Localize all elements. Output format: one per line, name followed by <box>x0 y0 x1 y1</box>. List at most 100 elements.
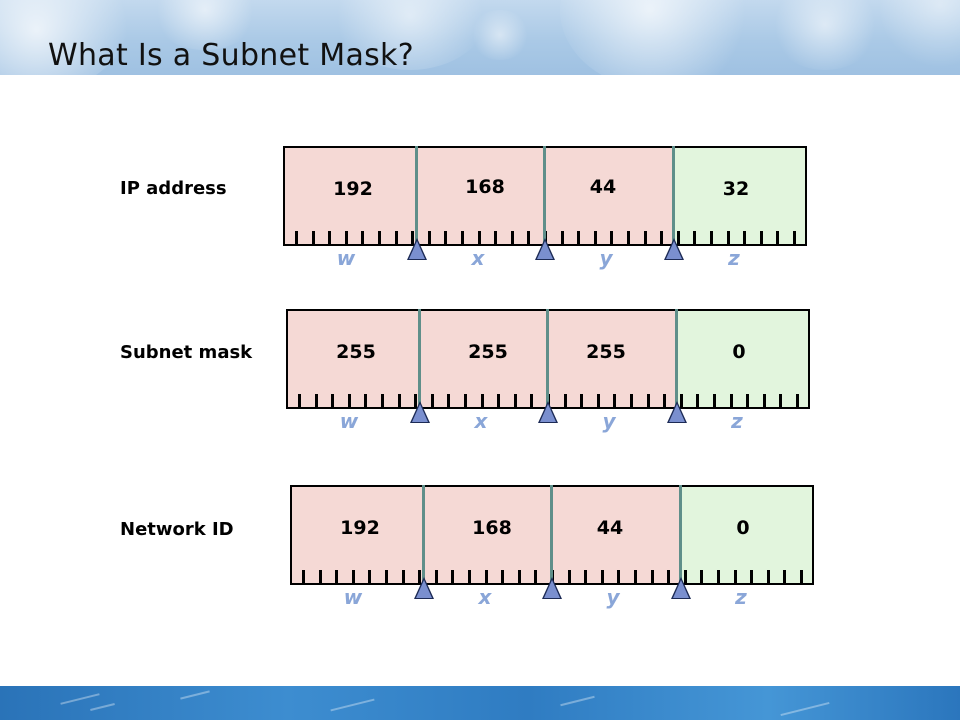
bit-tick <box>344 231 348 244</box>
bit-tick <box>667 570 671 583</box>
bit-tick <box>646 394 650 407</box>
bit-tick <box>368 570 372 583</box>
bit-tick <box>385 570 388 583</box>
subnet-mask-label: Subnet mask <box>120 342 253 363</box>
bit-tick <box>295 231 298 244</box>
subnet-mask-host-portion <box>675 311 808 407</box>
bit-tick <box>766 570 770 583</box>
footer-streak-decoration <box>330 698 375 712</box>
octet-letter-x: x <box>471 246 485 270</box>
bit-tick <box>759 231 763 244</box>
bit-tick <box>444 231 448 244</box>
octet-value-z: 32 <box>722 178 750 200</box>
bit-tick <box>676 231 680 244</box>
network-id-label: Network ID <box>120 519 234 540</box>
octet-boundary-marker <box>411 404 428 422</box>
bit-tick <box>693 231 697 244</box>
octet-boundary-marker <box>543 580 560 598</box>
bit-tick <box>510 231 514 244</box>
bit-tick <box>378 231 381 244</box>
bit-tick <box>627 231 630 244</box>
header-bubble-decoration <box>880 0 960 70</box>
octet-divider <box>675 309 678 407</box>
bit-tick <box>800 570 803 583</box>
octet-boundary-marker <box>536 241 553 259</box>
bit-tick <box>600 570 604 583</box>
bit-tick <box>762 394 766 407</box>
bit-tick <box>796 394 799 407</box>
bit-tick <box>494 231 498 244</box>
octet-letter-y: y <box>602 409 616 433</box>
footer-streak-decoration <box>90 703 115 711</box>
bit-tick <box>650 570 654 583</box>
bit-tick <box>630 394 633 407</box>
octet-divider <box>679 485 682 583</box>
octet-letter-z: z <box>728 246 740 270</box>
octet-value-y: 44 <box>589 176 617 198</box>
bit-tick <box>793 231 796 244</box>
bit-tick <box>364 394 368 407</box>
bit-tick <box>679 394 683 407</box>
bit-tick <box>710 231 713 244</box>
octet-divider <box>415 146 418 244</box>
bit-tick <box>517 570 521 583</box>
octet-boundary-marker <box>665 241 682 259</box>
bit-tick <box>411 231 415 244</box>
bit-tick <box>696 394 700 407</box>
octet-value-w: 255 <box>336 341 376 363</box>
bit-tick <box>527 231 531 244</box>
octet-value-w: 192 <box>340 517 380 539</box>
bit-tick <box>347 394 351 407</box>
octet-letter-y: y <box>599 246 613 270</box>
bit-tick <box>530 394 534 407</box>
bit-tick <box>717 570 720 583</box>
bit-tick <box>464 394 467 407</box>
bit-tick <box>643 231 647 244</box>
octet-letter-y: y <box>606 585 620 609</box>
bit-tick <box>700 570 704 583</box>
bit-tick <box>729 394 733 407</box>
octet-letter-x: x <box>478 585 492 609</box>
bit-tick <box>783 570 787 583</box>
ip-address-host-portion <box>672 148 805 244</box>
bit-tick <box>634 570 637 583</box>
bit-tick <box>713 394 716 407</box>
bit-tick <box>447 394 451 407</box>
header-bubble-decoration <box>770 0 880 70</box>
bit-tick <box>497 394 501 407</box>
octet-value-x: 168 <box>472 517 512 539</box>
octet-letter-z: z <box>731 409 743 433</box>
octet-divider <box>546 309 549 407</box>
bit-tick <box>779 394 783 407</box>
octet-letter-w: w <box>336 246 356 270</box>
header-bubble-decoration <box>470 10 530 60</box>
slide-footer <box>0 686 960 720</box>
octet-value-z: 0 <box>736 517 750 539</box>
octet-value-y: 44 <box>596 517 624 539</box>
slide-header: What Is a Subnet Mask? <box>0 0 960 75</box>
octet-letter-z: z <box>735 585 747 609</box>
footer-streak-decoration <box>780 701 830 717</box>
bit-tick <box>397 394 401 407</box>
octet-value-z: 0 <box>732 341 746 363</box>
bit-tick <box>484 570 488 583</box>
bit-tick <box>361 231 365 244</box>
bit-tick <box>660 231 664 244</box>
bit-tick <box>311 231 315 244</box>
bit-tick <box>328 231 332 244</box>
bit-tick <box>314 394 318 407</box>
octet-value-y: 255 <box>586 341 626 363</box>
bit-tick <box>427 231 431 244</box>
bit-tick <box>468 570 471 583</box>
bit-tick <box>617 570 621 583</box>
bit-tick <box>451 570 455 583</box>
bit-tick <box>401 570 405 583</box>
bit-tick <box>381 394 384 407</box>
octet-boundary-marker <box>415 580 432 598</box>
bit-tick <box>726 231 730 244</box>
bit-tick <box>580 394 584 407</box>
octet-divider <box>543 146 546 244</box>
bit-tick <box>430 394 434 407</box>
bit-tick <box>663 394 667 407</box>
octet-value-x: 255 <box>468 341 508 363</box>
